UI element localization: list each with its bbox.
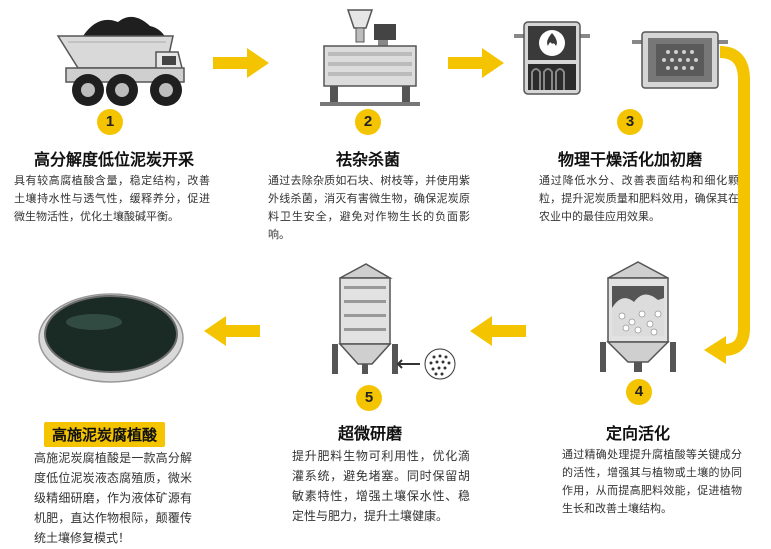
arrow-right-icon [213,48,269,78]
arrow-right-icon [448,48,504,78]
sterilizer-machine-illustration [320,9,420,106]
step-4-title: 定向活化 [605,424,670,443]
connector-arrow-icon [704,46,750,364]
arrow-left-icon [204,316,260,346]
step-4-description: 通过精确处理提升腐植酸等关键成分的活性，增强其与植物或土壤的协同作用，从而提高肥… [562,448,742,515]
activation-reactor-illustration [600,261,676,372]
step-3-number: 3 [617,109,643,135]
product-description: 高施泥炭腐植酸是一款高分解度低位泥炭液态腐殖质，微米级精细研磨，作为液体矿源有机… [34,451,192,545]
petri-dish-illustration [38,293,184,383]
step-3-title: 物理干燥活化加初磨 [557,150,702,169]
particles-icon [424,348,456,380]
step-5-description: 提升肥料生物可利用性，优化滴灌系统，避免堵塞。同时保留胡敏素特性，增强土壤保水性… [292,449,470,523]
step-2-number: 2 [355,109,381,135]
step-2-description: 通过去除杂质如石块、树枝等，并使用紫外线杀菌，消灭有害微生物，确保泥炭原料卫生安… [268,174,470,241]
step-2-title: 祛杂杀菌 [335,150,400,169]
step-3-description: 通过降低水分、改善表面结构和细化颗粒，提升泥炭质量和肥料效用，确保其在农业中的最… [539,174,739,223]
dryer-illustration [514,21,590,95]
grinder-illustration [632,31,728,89]
dump-truck-illustration [56,16,185,106]
step-4-number: 4 [626,379,652,405]
step-5-number: 5 [356,385,382,411]
step-1-title: 高分解度低位泥炭开采 [33,150,194,169]
product-title: 高施泥炭腐植酸 [44,422,166,447]
step-5-title: 超微研磨 [337,424,402,443]
step-1-description: 具有较高腐植酸含量，稳定结构，改善土壤持水性与透气性，缓释养分，促进微生物活性，… [14,174,210,223]
micro-grinder-illustration [332,263,420,374]
step-1-number: 1 [97,109,123,135]
flame-icon [547,33,557,46]
arrow-left-icon [470,316,526,346]
